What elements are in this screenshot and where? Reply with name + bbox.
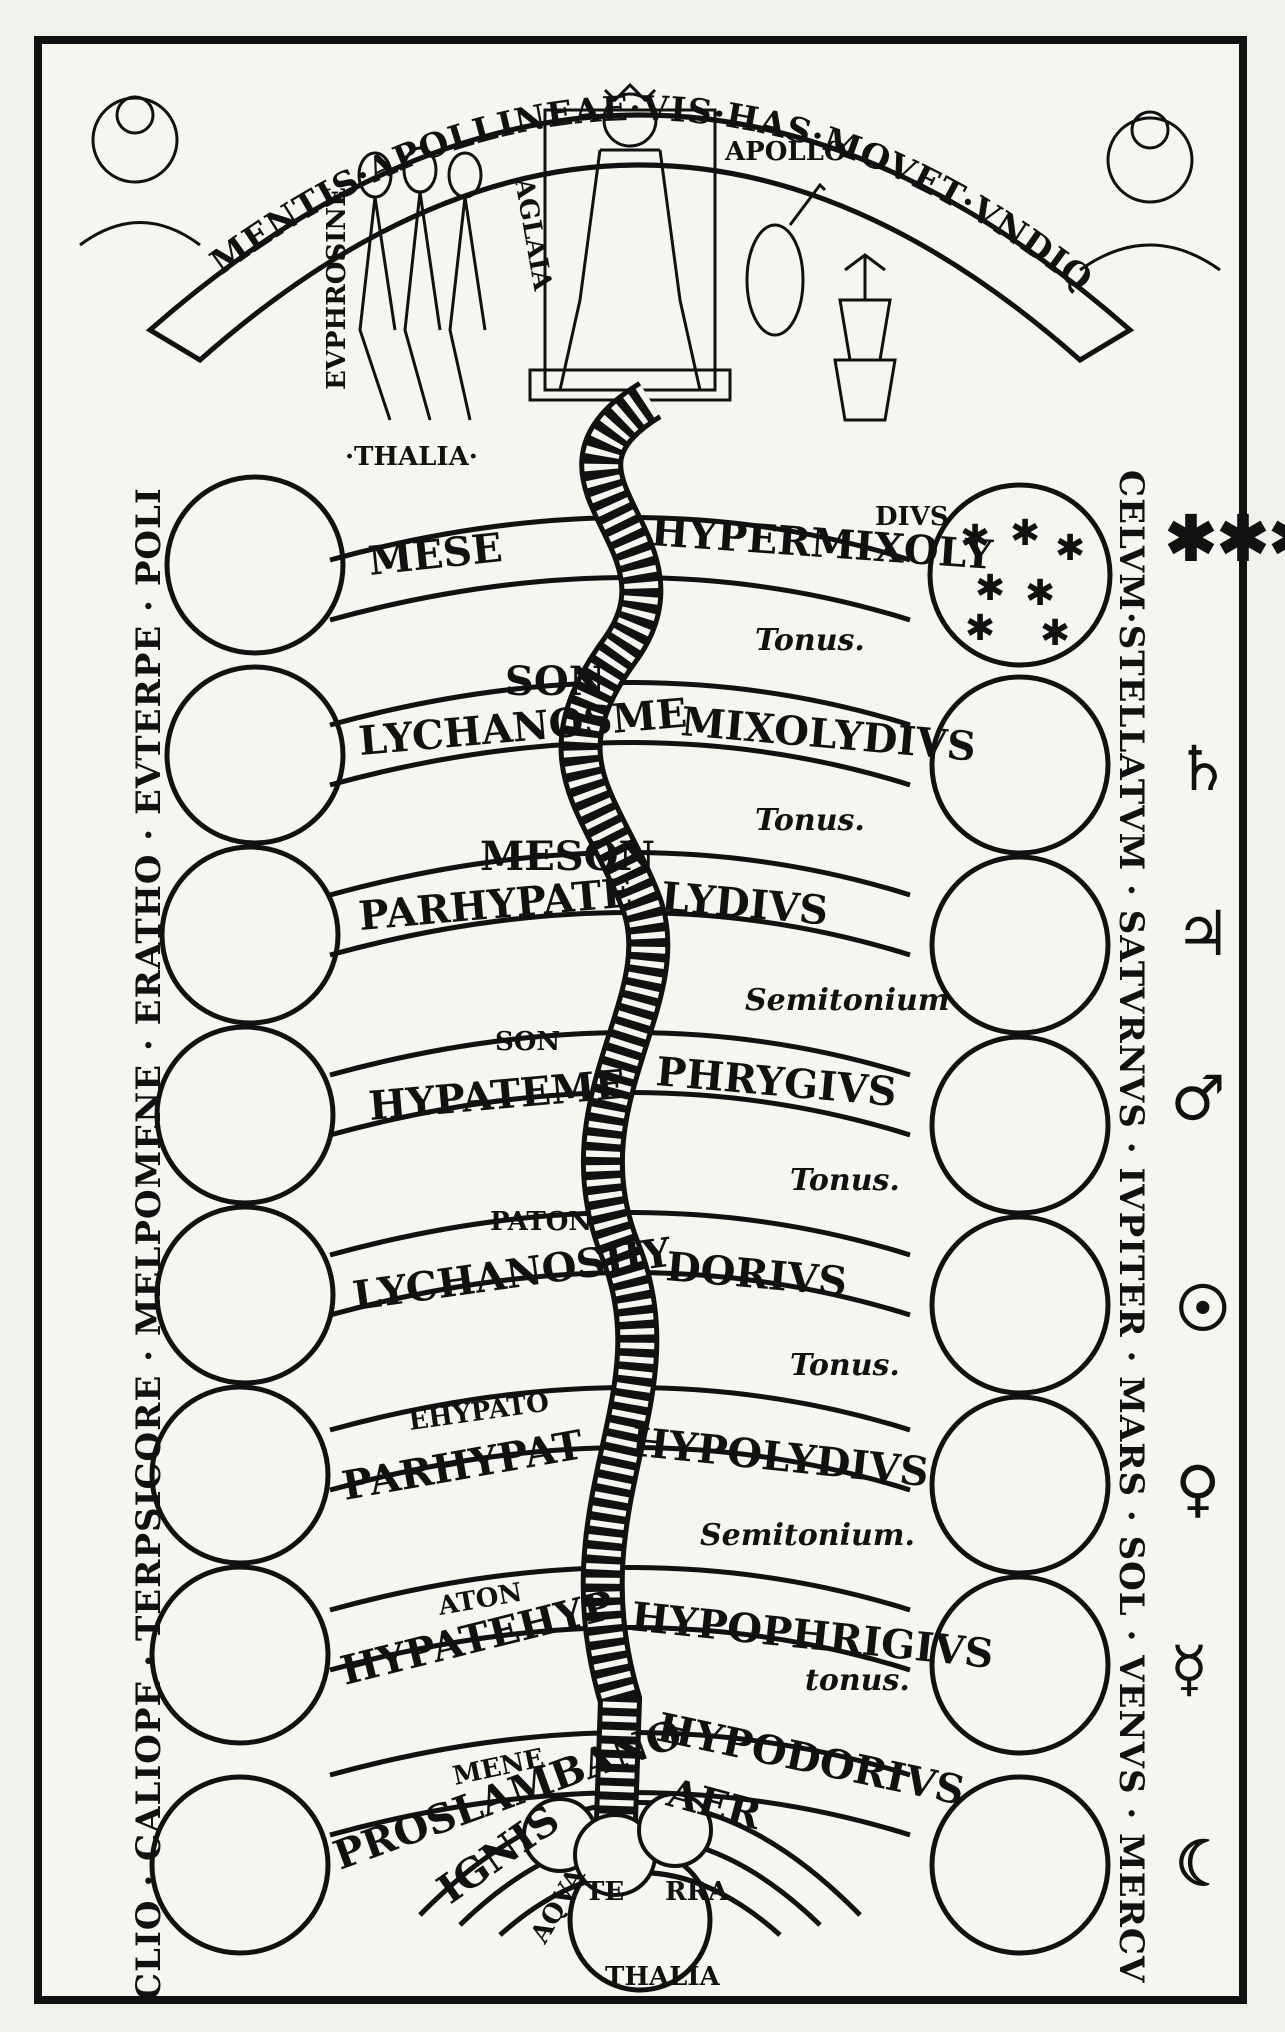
jupiter-symbol-icon: ♃ — [1175, 897, 1231, 970]
planet-medallions — [927, 482, 1113, 1956]
serpent — [558, 381, 671, 1851]
planet-symbol-stars: ✱✱✱ — [1165, 502, 1285, 575]
svg-text:✱: ✱ — [1025, 573, 1055, 614]
mars-symbol-icon: ♂ — [1170, 1062, 1226, 1135]
lyre-icon — [745, 182, 827, 337]
element-terra-right: RRA — [665, 1877, 729, 1907]
apollo-label: APOLLO — [724, 137, 847, 167]
planet-medallion-1 — [927, 482, 1113, 668]
star-field-icon: ✱✱✱ ✱✱✱ ✱ — [960, 513, 1085, 654]
grace-euphrosine: EVPHROSINE — [322, 187, 352, 390]
thalia-bottom-label: THALIA — [605, 1962, 721, 1992]
muse-medallion-5 — [154, 1204, 336, 1386]
three-graces — [357, 146, 487, 421]
cherub-left — [79, 95, 201, 247]
band-5-upper-label: PATON — [490, 1207, 592, 1237]
band-3-upper-label: MESON — [480, 833, 655, 880]
muse-medallions — [149, 474, 346, 1956]
mercury-symbol-icon: ☿ — [1170, 1632, 1208, 1705]
muse-medallion-3 — [159, 844, 341, 1026]
planet-medallion-4 — [929, 1034, 1111, 1216]
svg-text:✱: ✱ — [1055, 528, 1085, 569]
planet-medallion-6 — [929, 1394, 1111, 1576]
svg-text:✱: ✱ — [1010, 513, 1040, 554]
muse-medallion-2 — [164, 664, 346, 846]
band-3-interval: Semitonium — [745, 983, 950, 1018]
muse-medallion-1 — [164, 474, 346, 656]
band-4-upper-label: SON — [495, 1027, 560, 1057]
muse-medallion-7 — [149, 1564, 331, 1746]
element-terra-left: TE — [585, 1877, 624, 1907]
planet-medallion-2 — [929, 674, 1111, 856]
planet-medallion-5 — [929, 1214, 1111, 1396]
band-1-right-extra: DIVS — [875, 502, 949, 532]
band-2-interval: Tonus. — [755, 803, 865, 838]
venus-symbol-icon: ♀ — [1175, 1452, 1220, 1525]
thalia-top-label: ·THALIA· — [345, 442, 478, 472]
muse-medallion-4 — [154, 1024, 336, 1206]
band-1-interval: Tonus. — [755, 623, 865, 658]
planet-medallion-3 — [929, 854, 1111, 1036]
svg-text:✱: ✱ — [1040, 613, 1070, 654]
saturn-symbol-icon: ♄ — [1175, 732, 1231, 805]
muse-medallion-6 — [149, 1384, 331, 1566]
moon-symbol-icon: ☾ — [1175, 1827, 1231, 1900]
sun-symbol-icon: ☉ — [1175, 1272, 1231, 1345]
svg-text:✱: ✱ — [960, 518, 990, 559]
three-headed-beast — [522, 1792, 713, 1897]
band-5-interval: Tonus. — [790, 1348, 900, 1383]
planet-medallion-8 — [929, 1774, 1111, 1956]
band-2-upper-label: SON — [505, 658, 605, 705]
svg-text:✱: ✱ — [975, 568, 1005, 609]
svg-text:✱: ✱ — [965, 608, 995, 649]
band-6-interval: Semitonium. — [700, 1518, 915, 1553]
planet-medallion-7 — [929, 1574, 1111, 1756]
flower-vase-icon — [833, 253, 897, 422]
muse-medallion-8 — [149, 1774, 331, 1956]
cherub-right — [1079, 110, 1221, 272]
band-7-interval: tonus. — [805, 1663, 910, 1698]
band-4-interval: Tonus. — [790, 1163, 900, 1198]
